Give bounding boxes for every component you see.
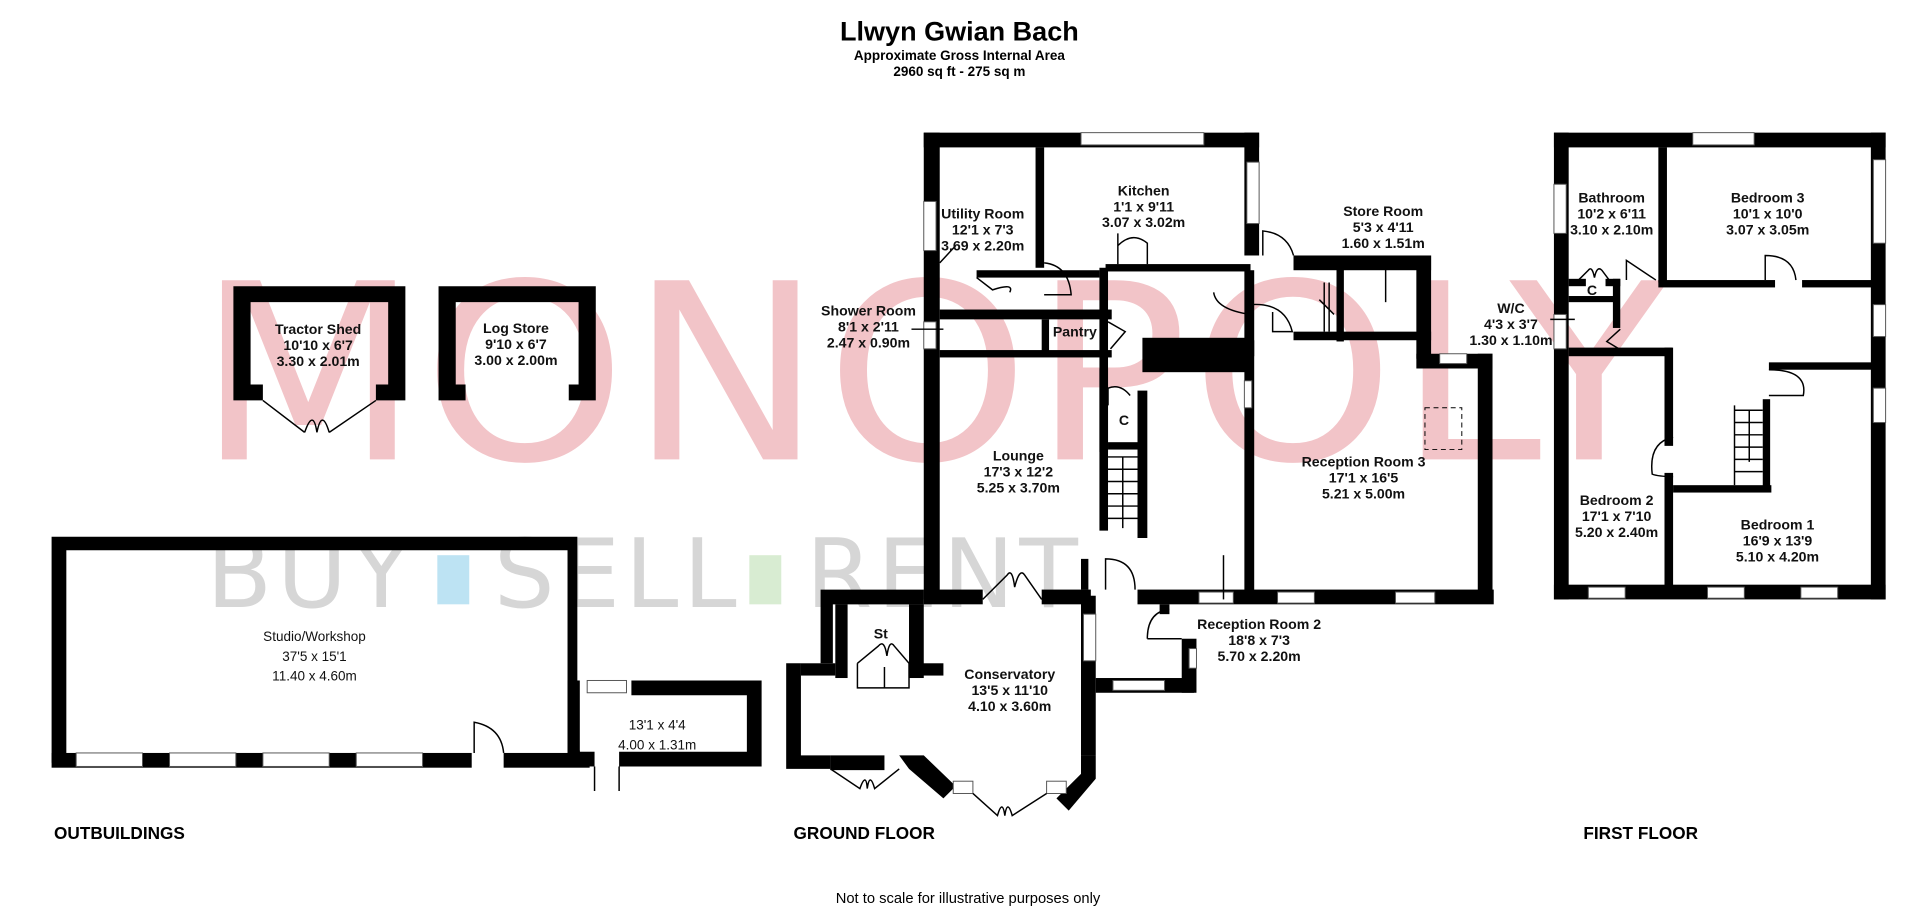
first-floor-staircase: [1733, 405, 1763, 486]
svg-text:Lounge: Lounge: [993, 448, 1044, 464]
first-floor-plan: C Bathroom 10'2 x 6'11 3.10 x 2.10m Bedr…: [1469, 132, 1887, 843]
svg-text:Reception Room 2: Reception Room 2: [1197, 616, 1321, 632]
svg-text:3.69 x 2.20m: 3.69 x 2.20m: [941, 238, 1024, 254]
floor-label-ground: GROUND FLOOR: [794, 823, 936, 843]
svg-text:4'3 x 3'7: 4'3 x 3'7: [1484, 316, 1538, 332]
svg-text:5.70 x 2.20m: 5.70 x 2.20m: [1218, 648, 1301, 664]
svg-text:2.47 x 0.90m: 2.47 x 0.90m: [827, 335, 910, 351]
svg-text:5.25 x 3.70m: 5.25 x 3.70m: [977, 480, 1060, 496]
svg-text:5.21 x 5.00m: 5.21 x 5.00m: [1322, 486, 1405, 502]
watermark-blue-square: [437, 555, 470, 605]
svg-text:Bathroom: Bathroom: [1578, 190, 1645, 206]
svg-text:1'1 x 9'11: 1'1 x 9'11: [1113, 198, 1174, 214]
page-title: Llwyn Gwian Bach: [840, 17, 1079, 47]
svg-text:Bedroom 1: Bedroom 1: [1741, 516, 1815, 532]
floor-label-outbuildings: OUTBUILDINGS: [54, 823, 185, 843]
page-subtitle: Approximate Gross Internal Area: [854, 48, 1066, 63]
svg-text:1.30 x 1.10m: 1.30 x 1.10m: [1469, 332, 1552, 348]
svg-text:Kitchen: Kitchen: [1118, 182, 1170, 198]
svg-text:10'1 x 10'0: 10'1 x 10'0: [1733, 206, 1803, 222]
svg-text:17'1 x 16'5: 17'1 x 16'5: [1329, 470, 1399, 486]
svg-text:18'8 x 7'3: 18'8 x 7'3: [1228, 632, 1290, 648]
svg-text:1.60 x 1.51m: 1.60 x 1.51m: [1342, 235, 1425, 251]
studio-workshop: Studio/Workshop 37'5 x 15'1 11.40 x 4.60…: [51, 536, 590, 768]
gross-area: 2960 sq ft - 275 sq m: [893, 64, 1025, 79]
log-store: Log Store 9'10 x 6'7 3.00 x 2.00m: [438, 286, 596, 401]
workshop-annex: 13'1 x 4'4 4.00 x 1.31m: [567, 679, 762, 792]
svg-text:3.30 x 2.01m: 3.30 x 2.01m: [277, 353, 360, 369]
svg-text:12'1 x 7'3: 12'1 x 7'3: [952, 222, 1014, 238]
svg-text:Studio/Workshop: Studio/Workshop: [263, 629, 366, 644]
floor-label-first: FIRST FLOOR: [1583, 823, 1698, 843]
svg-text:Pantry: Pantry: [1053, 324, 1097, 340]
svg-text:Bedroom 3: Bedroom 3: [1731, 190, 1805, 206]
svg-text:Bedroom 2: Bedroom 2: [1580, 492, 1654, 508]
header: Llwyn Gwian Bach Approximate Gross Inter…: [840, 17, 1079, 80]
svg-text:17'1 x 7'10: 17'1 x 7'10: [1582, 508, 1652, 524]
svg-text:3.10 x 2.10m: 3.10 x 2.10m: [1570, 222, 1653, 238]
outbuildings-plan: Tractor Shed 10'10 x 6'7 3.30 x 2.01m Lo…: [51, 286, 762, 843]
svg-text:4.00 x 1.31m: 4.00 x 1.31m: [618, 737, 696, 752]
svg-text:13'5 x 11'10: 13'5 x 11'10: [971, 682, 1048, 698]
svg-text:Conservatory: Conservatory: [964, 666, 1055, 682]
svg-text:Reception Room 3: Reception Room 3: [1302, 454, 1426, 470]
svg-text:11.40 x 4.60m: 11.40 x 4.60m: [272, 668, 357, 683]
svg-text:3.00 x 2.00m: 3.00 x 2.00m: [474, 352, 557, 368]
svg-text:13'1 x 4'4: 13'1 x 4'4: [629, 718, 686, 733]
svg-text:4.10 x 3.60m: 4.10 x 3.60m: [968, 698, 1051, 714]
tractor-shed: Tractor Shed 10'10 x 6'7 3.30 x 2.01m: [233, 286, 406, 433]
svg-text:9'10 x 6'7: 9'10 x 6'7: [485, 336, 547, 352]
svg-text:Shower Room: Shower Room: [821, 303, 916, 319]
svg-text:St: St: [874, 626, 888, 642]
svg-text:10'2 x 6'11: 10'2 x 6'11: [1577, 206, 1646, 222]
svg-text:Store Room: Store Room: [1343, 203, 1423, 219]
svg-text:10'10 x 6'7: 10'10 x 6'7: [283, 337, 353, 353]
svg-text:3.07 x 3.05m: 3.07 x 3.05m: [1726, 222, 1809, 238]
watermark-green-square: [749, 555, 782, 605]
svg-text:37'5 x 15'1: 37'5 x 15'1: [282, 649, 346, 664]
svg-text:5.20 x 2.40m: 5.20 x 2.40m: [1575, 524, 1658, 540]
svg-text:C: C: [1119, 412, 1129, 428]
svg-text:5.10 x 4.20m: 5.10 x 4.20m: [1736, 548, 1819, 564]
svg-text:Log Store: Log Store: [483, 320, 549, 336]
watermark-rent: RENT: [806, 518, 1083, 630]
svg-text:16'9 x 13'9: 16'9 x 13'9: [1743, 532, 1813, 548]
svg-text:Utility Room: Utility Room: [941, 206, 1024, 222]
svg-text:C: C: [1587, 282, 1597, 298]
watermark-buy: BUY: [206, 518, 415, 630]
svg-text:W/C: W/C: [1497, 300, 1524, 316]
svg-text:8'1 x 2'11: 8'1 x 2'11: [838, 319, 899, 335]
disclaimer: Not to scale for illustrative purposes o…: [836, 891, 1101, 907]
svg-text:17'3 x 12'2: 17'3 x 12'2: [984, 464, 1054, 480]
svg-text:Tractor Shed: Tractor Shed: [275, 321, 361, 337]
watermark-sell: SELL: [494, 518, 742, 630]
svg-text:5'3 x 4'11: 5'3 x 4'11: [1353, 219, 1414, 235]
staircase: [1108, 456, 1138, 529]
svg-text:3.07 x 3.02m: 3.07 x 3.02m: [1102, 214, 1185, 230]
ground-floor-plan: C St Conservatory 13'5 x 11'10 4.10 x 3.…: [786, 132, 1494, 843]
